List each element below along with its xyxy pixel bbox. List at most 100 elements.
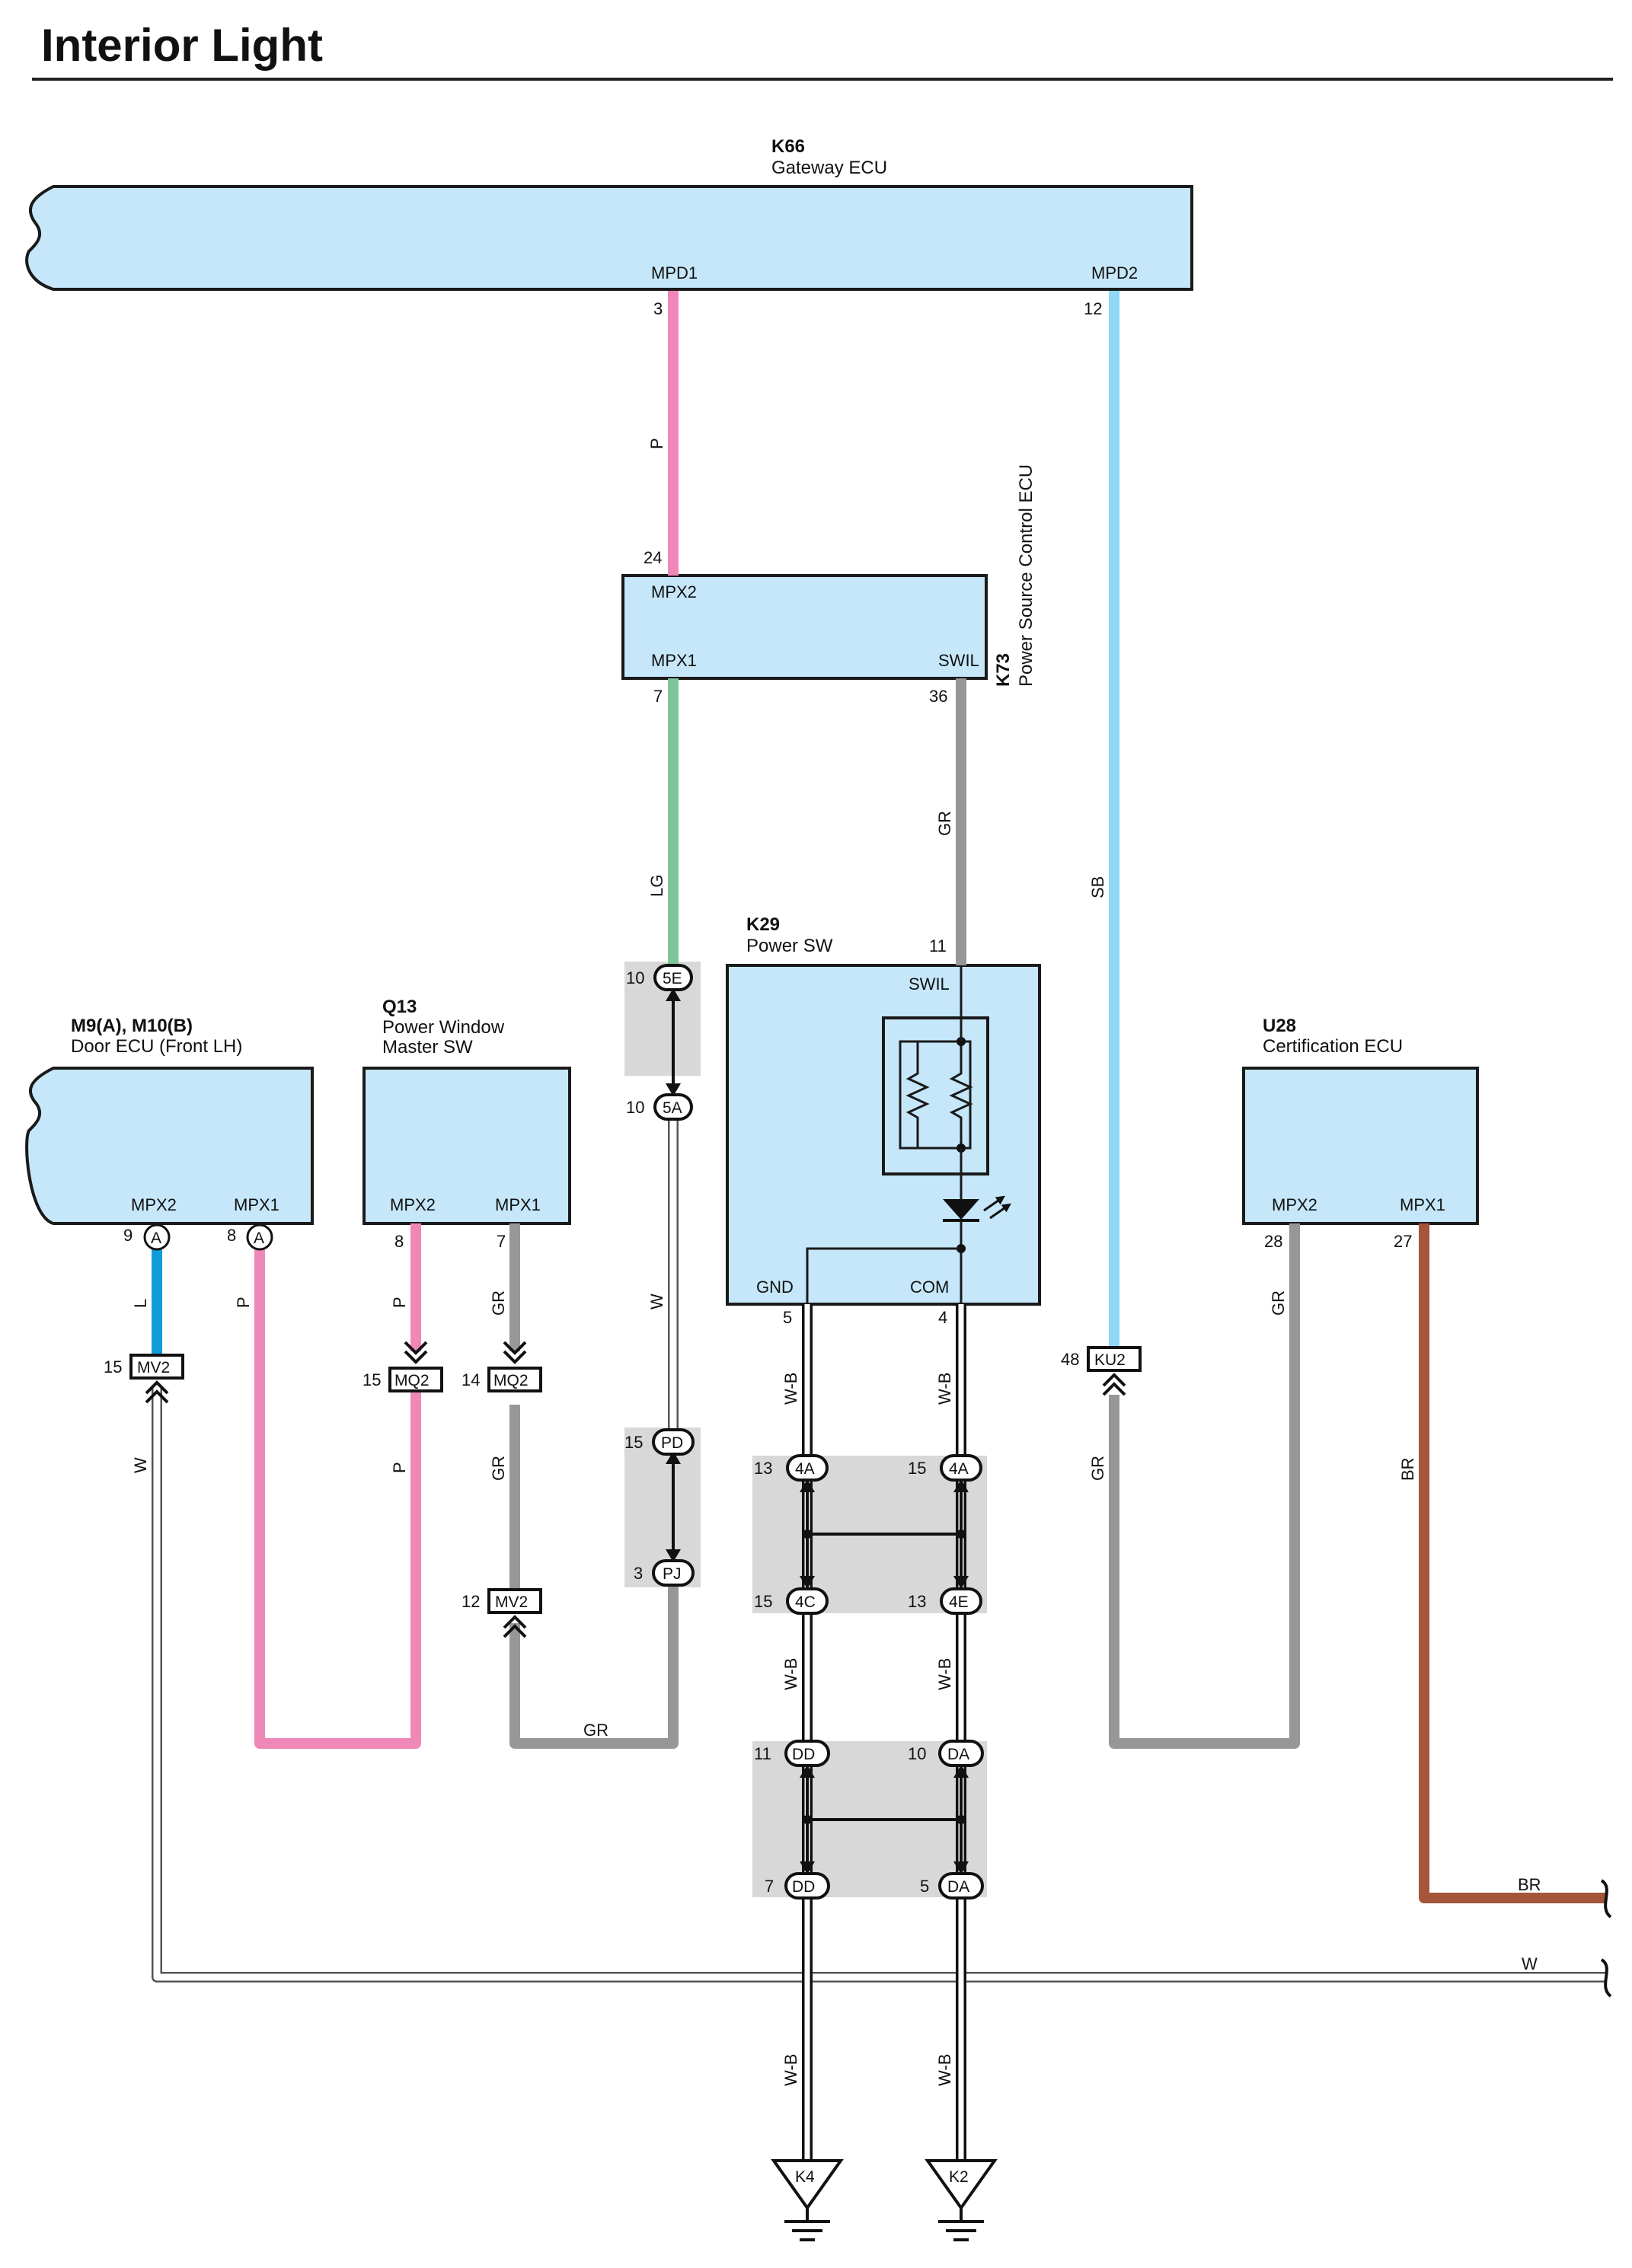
connector-ku2: KU2 48 bbox=[1061, 1346, 1142, 1396]
door-ecu-front-lh-m9-m10: M9(A), M10(B) Door ECU (Front LH) MPX2 M… bbox=[25, 1016, 314, 1225]
connector-pj: PJ 3 bbox=[634, 1559, 695, 1587]
svg-text:10: 10 bbox=[626, 1098, 644, 1117]
svg-text:PJ: PJ bbox=[663, 1565, 682, 1583]
wire-label-p-top: P bbox=[647, 438, 666, 449]
pin-no-mpd2: 12 bbox=[1084, 299, 1102, 318]
svg-text:5E: 5E bbox=[663, 970, 682, 987]
wire-pink-m9-q13 bbox=[254, 1237, 421, 1749]
connector-da-upper: DA 10 bbox=[908, 1740, 984, 1767]
connector-mq2-q13-mpx1: MQ2 14 bbox=[461, 1341, 542, 1392]
svg-text:5A: 5A bbox=[663, 1099, 682, 1117]
pin-no-k73-mpx2: 24 bbox=[644, 548, 662, 567]
k29-indicator-led bbox=[943, 1195, 1011, 1222]
m9-id: M9(A), M10(B) bbox=[71, 1016, 193, 1036]
connector-mv2-gr: MV2 12 bbox=[461, 1588, 542, 1638]
pin-no-k29-swil: 11 bbox=[929, 936, 947, 955]
svg-text:15: 15 bbox=[624, 1433, 643, 1452]
page-title: Interior Light bbox=[41, 20, 323, 71]
pin-no-k29-gnd: 5 bbox=[783, 1308, 792, 1327]
k73-name: Power Source Control ECU bbox=[1016, 464, 1036, 687]
svg-text:13: 13 bbox=[754, 1459, 772, 1478]
connector-dd-lower: DD 7 bbox=[765, 1872, 830, 1900]
svg-text:15: 15 bbox=[754, 1592, 772, 1611]
svg-text:KU2: KU2 bbox=[1094, 1351, 1126, 1369]
break-mark-br bbox=[1600, 1879, 1612, 1919]
wire-white-mv2-edge bbox=[152, 1386, 1607, 1983]
wire-label-br-end: BR bbox=[1518, 1875, 1541, 1894]
k29-name: Power SW bbox=[746, 936, 833, 956]
pin-no-u28-mpx2: 28 bbox=[1264, 1232, 1282, 1251]
wire-label-lg: LG bbox=[647, 875, 666, 897]
svg-text:10: 10 bbox=[626, 968, 644, 987]
wire-label-l: L bbox=[131, 1299, 150, 1308]
connector-5a: 5A 10 bbox=[626, 1093, 693, 1121]
wire-label-wb-com3: W-B bbox=[935, 2054, 954, 2086]
svg-text:PD: PD bbox=[661, 1434, 683, 1452]
power-switch-k29: K29 Power SW SWIL GND COM bbox=[726, 914, 1041, 1306]
k29-pin-com: COM bbox=[910, 1278, 949, 1297]
svg-text:48: 48 bbox=[1061, 1350, 1079, 1369]
k66-name: Gateway ECU bbox=[771, 158, 887, 178]
k73-pin-swil: SWIL bbox=[938, 651, 979, 670]
k29-illumination-resistors bbox=[882, 1016, 989, 1175]
u28-name: Certification ECU bbox=[1263, 1036, 1403, 1057]
connector-5e: 5E 10 bbox=[626, 964, 693, 991]
svg-text:15: 15 bbox=[104, 1357, 122, 1376]
svg-text:A: A bbox=[151, 1230, 161, 1247]
m9-pin-mpx2: MPX2 bbox=[131, 1195, 177, 1214]
pin-no-m9-mpx2: 9 bbox=[123, 1226, 133, 1245]
svg-text:DA: DA bbox=[947, 1878, 969, 1896]
q13-id: Q13 bbox=[382, 997, 417, 1017]
q13-pin-mpx2: MPX2 bbox=[390, 1195, 436, 1214]
svg-text:4A: 4A bbox=[795, 1460, 815, 1478]
m9-pin-mpx1: MPX1 bbox=[234, 1195, 279, 1214]
junction-5e-5a-link bbox=[666, 988, 681, 1096]
svg-text:11: 11 bbox=[754, 1744, 771, 1763]
k66-pin-mpd2: MPD2 bbox=[1091, 263, 1138, 282]
k73-pin-mpx1: MPX1 bbox=[651, 651, 697, 670]
connector-da-lower: DA 5 bbox=[920, 1872, 984, 1900]
connector-4c: 4C 15 bbox=[754, 1587, 829, 1615]
svg-text:7: 7 bbox=[765, 1877, 774, 1896]
power-window-master-switch-q13: Q13 Power Window Master SW MPX2 MPX1 bbox=[362, 997, 571, 1225]
pin-no-m9-mpx1: 8 bbox=[227, 1226, 236, 1245]
junction-4a-bus bbox=[800, 1479, 969, 1589]
wire-gray-u28-ku2 bbox=[1109, 1223, 1300, 1749]
svg-text:14: 14 bbox=[461, 1370, 480, 1389]
wire-label-gr-u28: GR bbox=[1269, 1290, 1288, 1316]
svg-text:K2: K2 bbox=[949, 2168, 969, 2186]
m9-connector-a-mpx2: A bbox=[143, 1223, 171, 1251]
wire-label-sb: SB bbox=[1088, 876, 1107, 898]
connector-4a-left: 4A 13 bbox=[754, 1454, 829, 1482]
svg-text:DA: DA bbox=[947, 1746, 969, 1763]
wire-label-wb-gnd2: W-B bbox=[781, 1658, 800, 1690]
m9-connector-a-mpx1: A bbox=[246, 1223, 273, 1251]
break-mark-w bbox=[1600, 1958, 1612, 1998]
junction-dd-bus bbox=[800, 1765, 969, 1874]
wire-label-br: BR bbox=[1398, 1457, 1417, 1481]
pin-no-k73-mpx1: 7 bbox=[653, 687, 663, 706]
pin-no-q13-mpx1: 7 bbox=[497, 1232, 506, 1251]
k73-id: K73 bbox=[993, 653, 1014, 687]
q13-name-line1: Power Window bbox=[382, 1017, 505, 1038]
wire-label-w-end: W bbox=[1522, 1954, 1538, 1973]
wire-label-p-m9: P bbox=[234, 1297, 253, 1308]
gateway-ecu-k66: K66 Gateway ECU MPD1 MPD2 bbox=[25, 136, 1193, 291]
svg-text:4E: 4E bbox=[949, 1593, 969, 1611]
pin-no-q13-mpx2: 8 bbox=[394, 1232, 404, 1251]
svg-text:A: A bbox=[254, 1230, 264, 1247]
u28-id: U28 bbox=[1263, 1016, 1296, 1036]
svg-text:4A: 4A bbox=[949, 1460, 969, 1478]
svg-text:15: 15 bbox=[908, 1459, 926, 1478]
svg-text:MQ2: MQ2 bbox=[493, 1372, 529, 1389]
ground-k2: K2 bbox=[925, 2159, 998, 2241]
power-source-control-ecu-k73: MPX2 MPX1 SWIL K73 Power Source Control … bbox=[621, 464, 1036, 687]
pin-no-k29-com: 4 bbox=[938, 1308, 947, 1327]
svg-text:12: 12 bbox=[461, 1592, 480, 1611]
k73-pin-mpx2: MPX2 bbox=[651, 582, 697, 601]
wire-label-wb-com2: W-B bbox=[935, 1658, 954, 1690]
junction-pd-pj-link bbox=[666, 1451, 681, 1562]
wire-brown-u28-mpx1 bbox=[1419, 1223, 1607, 1903]
svg-text:MV2: MV2 bbox=[495, 1593, 528, 1611]
certification-ecu-u28: U28 Certification ECU MPX2 MPX1 bbox=[1242, 1016, 1479, 1225]
